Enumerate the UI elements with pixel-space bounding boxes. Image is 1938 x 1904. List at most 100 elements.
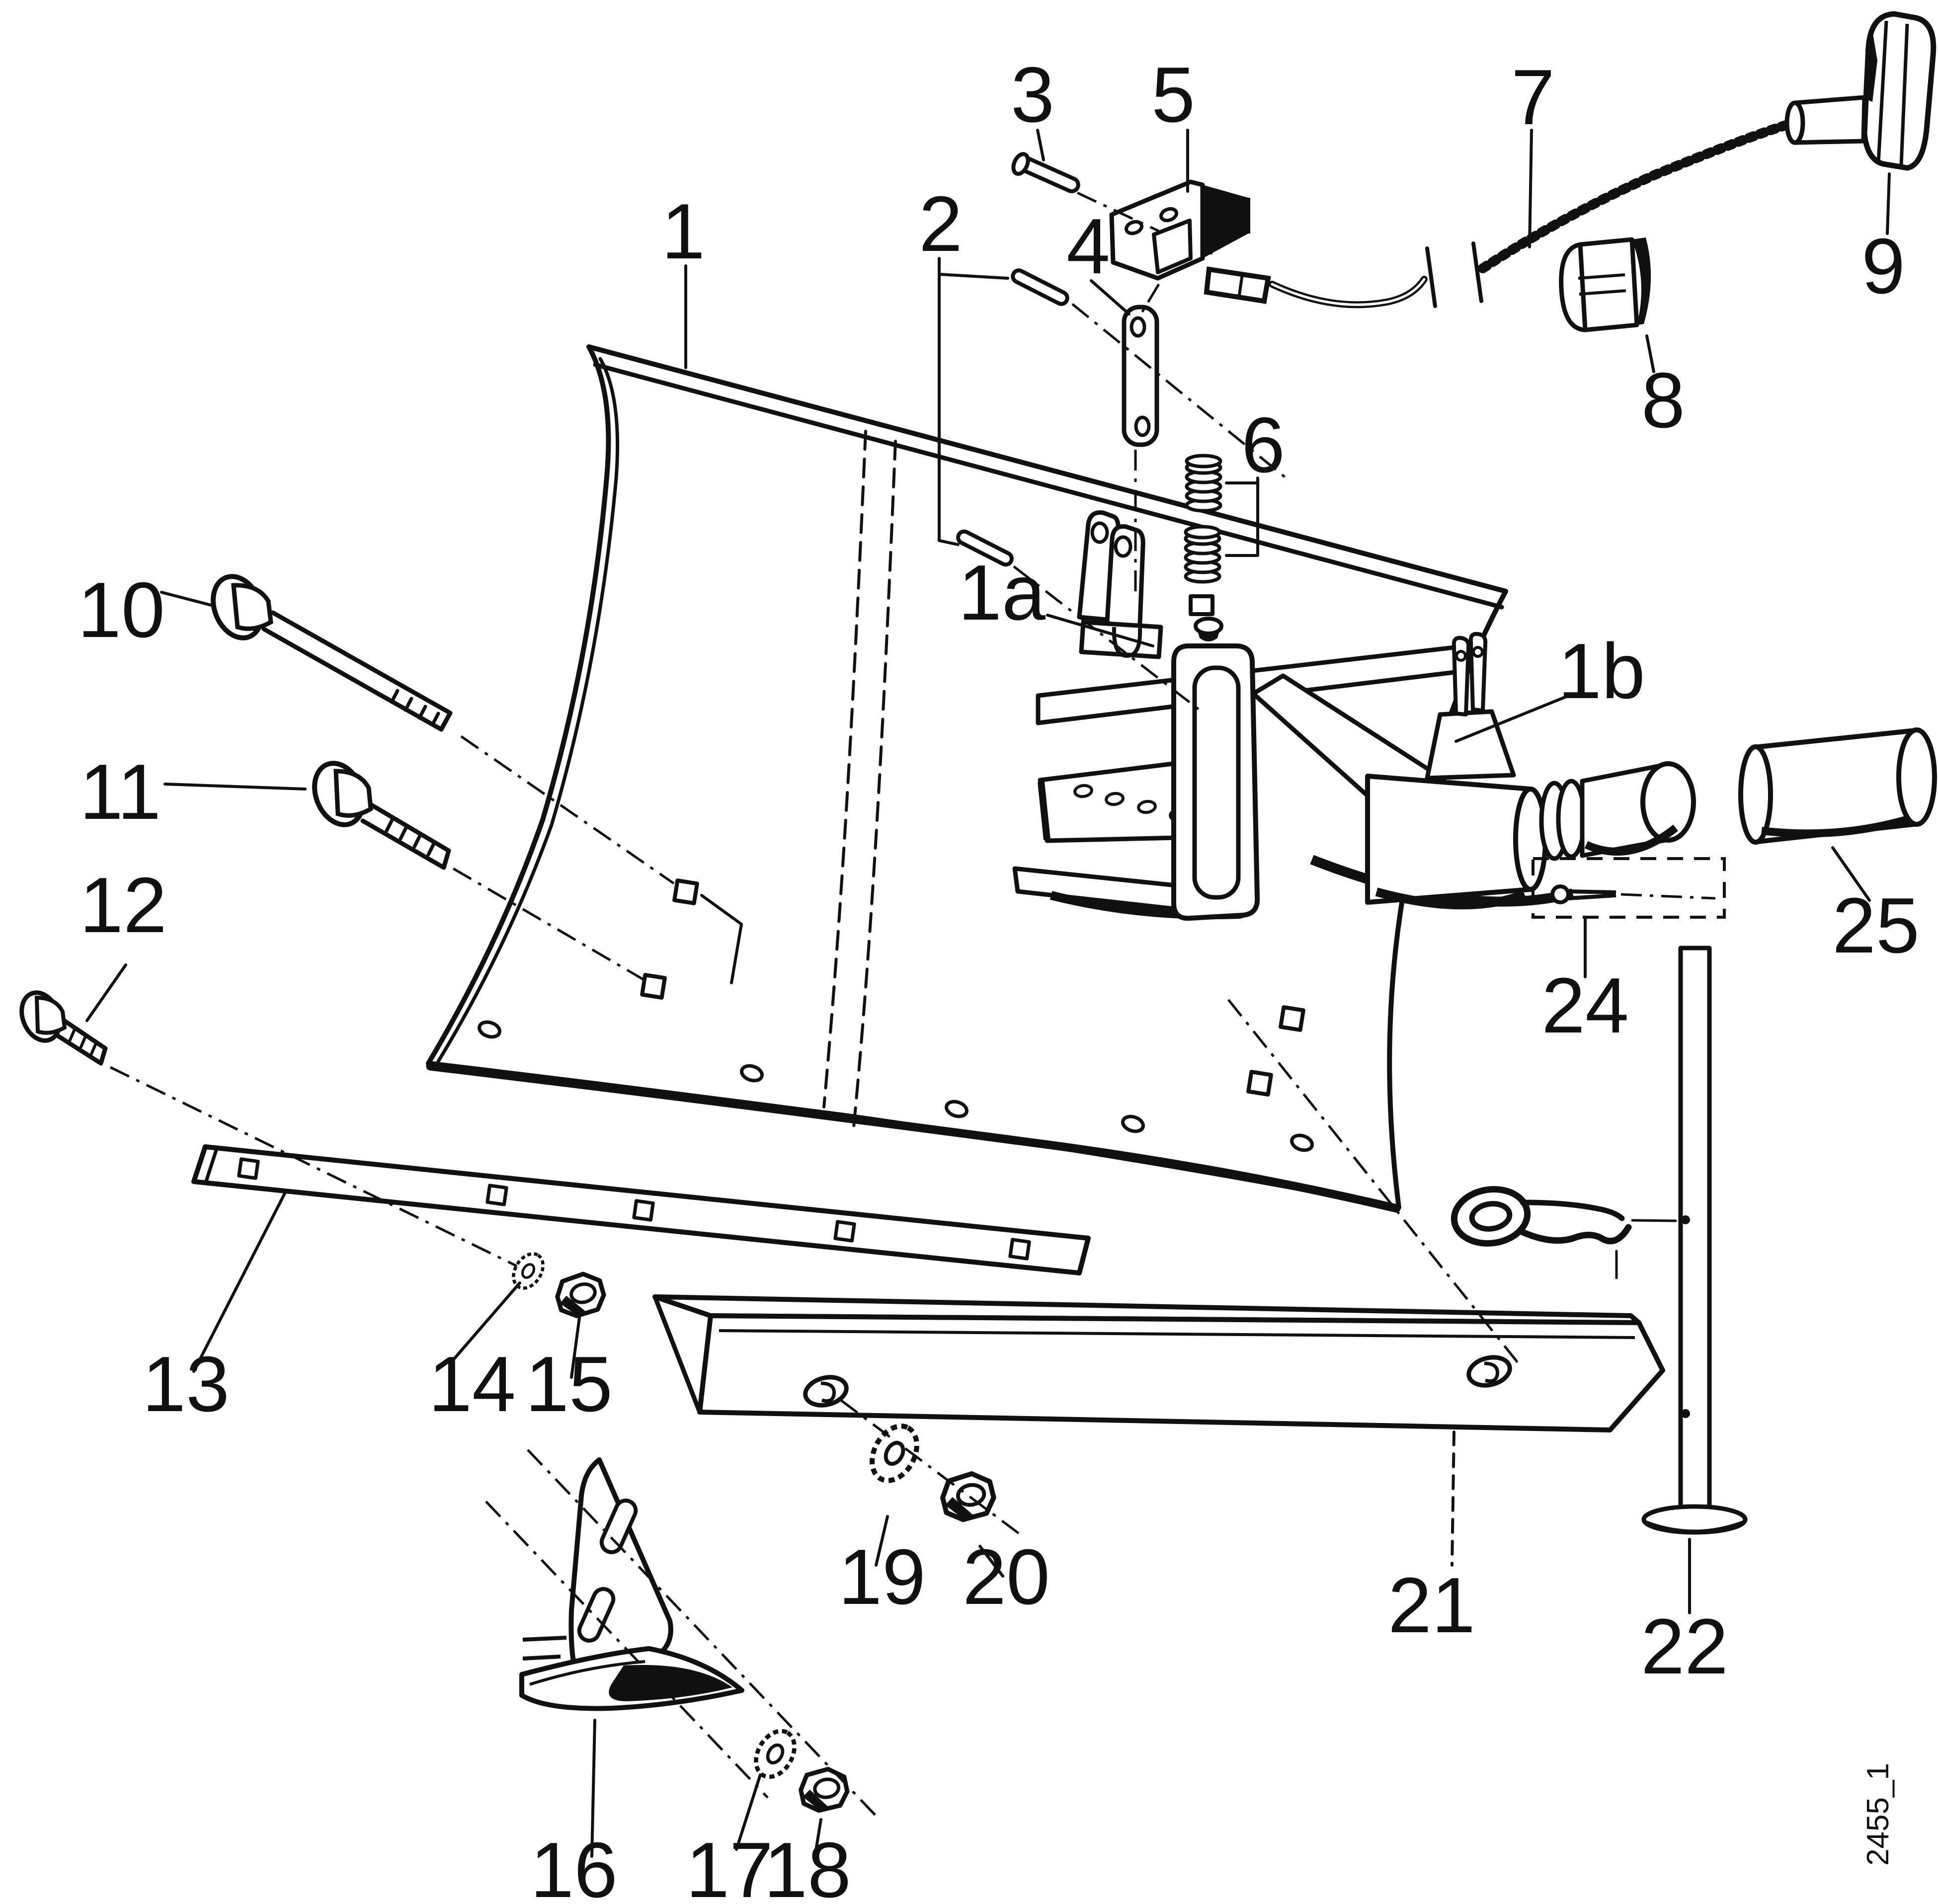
callout-12: 12: [80, 862, 167, 949]
figure-code: 2455_1: [1861, 1763, 1895, 1866]
leader-16: [590, 1719, 596, 1858]
wear-strip-holes: [237, 1157, 1031, 1261]
part-mount-assembly-1a: [1012, 510, 1574, 921]
callout-16: 16: [530, 1826, 618, 1904]
blade-bottom-heavy-edge: [426, 1062, 1401, 1213]
leader-19: [875, 1515, 889, 1567]
slot: [599, 1499, 638, 1554]
mount-hinge-lugs: [1077, 510, 1163, 659]
hole: [1159, 207, 1178, 223]
hole: [833, 1220, 856, 1243]
leader-20: [978, 1545, 1004, 1578]
hole: [1090, 521, 1109, 544]
plunger-cup: [1194, 617, 1223, 635]
part-lock-washer-19: [863, 1419, 926, 1489]
pin3-head: [1011, 152, 1030, 176]
axis-pin24-rod: [1620, 893, 1716, 900]
rod-hole: [1681, 1409, 1690, 1418]
part-hex-nut-15: [554, 1270, 607, 1319]
rod-foot-underside: [1642, 1519, 1747, 1533]
hole: [1279, 1005, 1305, 1032]
pivot-inner-tube-shadow: [1584, 824, 1679, 856]
leader-3: [1036, 129, 1045, 161]
spring-upper: [1185, 454, 1222, 513]
leader-12: [85, 963, 127, 1022]
callout-5: 5: [1151, 51, 1195, 139]
callout-19: 19: [838, 1533, 926, 1621]
sleeve-slit: [1578, 273, 1626, 296]
callout-10: 10: [78, 566, 165, 654]
pivot-yoke: [1425, 709, 1516, 781]
beam-bolt-holes: [803, 1355, 1512, 1408]
cable-coiled-run: [1478, 119, 1794, 273]
part-blade-moldboard: [426, 344, 1508, 1213]
hole: [632, 1199, 655, 1222]
leader-13: [192, 1190, 287, 1373]
dashed-seat-outline: [1532, 857, 1726, 919]
axis-beam-bolt: [840, 1399, 1024, 1538]
blade-fold-line-right: [852, 440, 897, 1128]
part-pivot-tube-1b: [1365, 632, 1696, 910]
hole: [1290, 1133, 1314, 1152]
bolt10-threads: [390, 689, 440, 727]
shoe-slots: [577, 1499, 638, 1643]
axis-frame-beam: [1227, 999, 1523, 1368]
bolt11-head: [333, 769, 373, 818]
part-clevis-pin-3: [1011, 152, 1080, 193]
callout-11: 11: [80, 748, 161, 836]
wear-strip-end-cap: [204, 1148, 219, 1184]
callout-1: 1: [661, 188, 705, 275]
assembly-axes: [109, 191, 1716, 1819]
sleeve-dark-band: [1632, 238, 1651, 325]
hole: [1246, 1070, 1273, 1097]
bracket5-flange-dark: [1203, 185, 1248, 258]
callout-21: 21: [1388, 1562, 1475, 1649]
callout-8: 8: [1641, 357, 1685, 444]
bracket5-flange-edge: [1209, 191, 1250, 254]
beam-left-cut: [652, 1296, 702, 1413]
hole: [1455, 650, 1467, 662]
axis-shoe-bolt-b: [485, 1501, 769, 1799]
callout-24: 24: [1541, 962, 1629, 1049]
hole: [1114, 535, 1132, 558]
rod-body: [1678, 946, 1712, 1514]
leader-7: [1528, 129, 1533, 248]
link4-body: [1122, 305, 1159, 447]
callout-22: 22: [1641, 1603, 1728, 1690]
hole: [1125, 220, 1143, 236]
leader-1a: [1046, 614, 1154, 647]
beam-chamfer-line: [719, 1329, 1635, 1339]
bolt10-head: [231, 583, 273, 631]
clip-leg-upper: [1520, 1199, 1625, 1221]
shoe-foot-shadow: [609, 1665, 732, 1701]
bracket5-tab: [1152, 219, 1193, 274]
part-sleeve-clip-8: [1559, 237, 1651, 332]
bolt12-head: [34, 995, 67, 1035]
blade-left-inner-edge: [436, 357, 620, 1063]
part-knob-9: [1784, 11, 1937, 171]
callout-17: 17: [686, 1826, 773, 1904]
callout-6: 6: [1241, 401, 1285, 489]
hole-curl: [1484, 1361, 1499, 1383]
part-lock-washer-17: [748, 1724, 803, 1784]
part-carriage-bolt-long: [211, 574, 453, 732]
hole: [640, 973, 667, 1000]
hole: [945, 1100, 969, 1118]
bolt12-threads: [69, 1028, 97, 1055]
blade-hole-connector: [700, 894, 743, 984]
leader-17: [735, 1773, 762, 1851]
hole: [485, 1184, 508, 1206]
pin2-upper: [1011, 268, 1069, 306]
axis-pin3: [1076, 191, 1160, 233]
hole: [1466, 1355, 1512, 1388]
mount-shadow-swoosh: [1310, 855, 1574, 907]
leader-8: [1645, 334, 1655, 373]
bolt11-threads: [385, 817, 436, 857]
pin2-lower: [956, 529, 1014, 567]
part-bracket-5: [1109, 179, 1250, 281]
hole: [1137, 799, 1157, 814]
callout-18: 18: [764, 1826, 851, 1904]
clip-loop-outer: [1451, 1186, 1531, 1247]
